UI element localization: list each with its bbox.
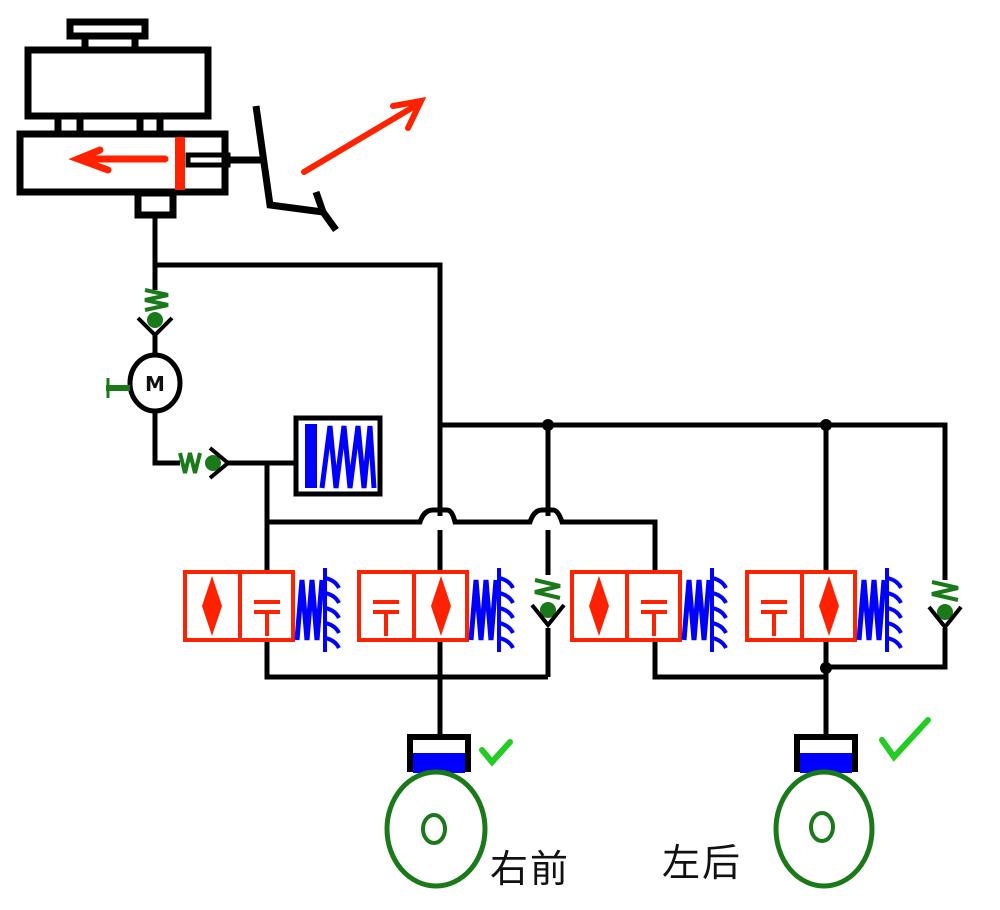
valve-inlet-left-rear [570,568,728,652]
check-valve-icon [927,580,963,631]
wheel-label-right-front: 右前 [490,847,571,891]
outlet-port [134,189,177,219]
master-cylinder [16,18,262,219]
valve-inlet-right-front [183,568,341,652]
wheel-label-left-rear: 左后 [662,841,743,885]
wheel-left-rear [773,734,875,889]
valve-outlet-left-rear [745,568,903,652]
pump-motor: M [106,352,183,414]
reservoir [24,46,212,120]
check-valve-icon [530,578,566,629]
check-mark-icon [879,717,931,762]
brake-pedal[interactable] [252,105,339,233]
accumulator [293,415,383,497]
piston-arrow-icon [68,146,169,174]
wheel-right-front [384,734,488,889]
check-valve-icon [136,288,174,338]
hydraulic-lines [152,215,948,737]
valve-outlet-right-front [357,568,515,652]
check-valve-icon [178,446,232,480]
pedal-release-arrow-icon [301,97,427,175]
motor-label: M [145,372,165,396]
reservoir-cap [66,18,149,40]
check-mark-icon [479,739,513,767]
solenoid-valves [183,568,903,652]
